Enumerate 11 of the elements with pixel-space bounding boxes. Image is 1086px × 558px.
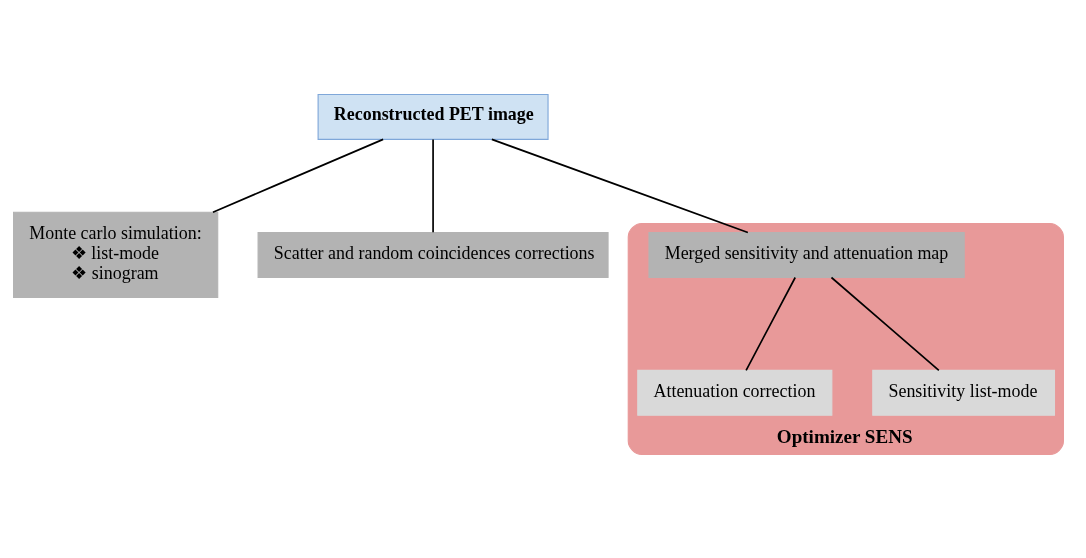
node-box: Sensitivity list-mode [872,369,1056,416]
connector [212,138,384,213]
node-box: Scatter and random coincidences corrections [257,231,609,278]
node-box: Merged sensitivity and attenuation map [648,231,965,278]
connector [830,276,940,372]
node-box: Monte carlo simulation: ❖ list-mode ❖ sinogram [13,211,219,299]
node-box: Reconstructed PET image [317,93,549,140]
connector [491,138,749,234]
connector [745,276,797,372]
node-box: Attenuation correction [637,369,833,416]
connector [432,138,434,234]
